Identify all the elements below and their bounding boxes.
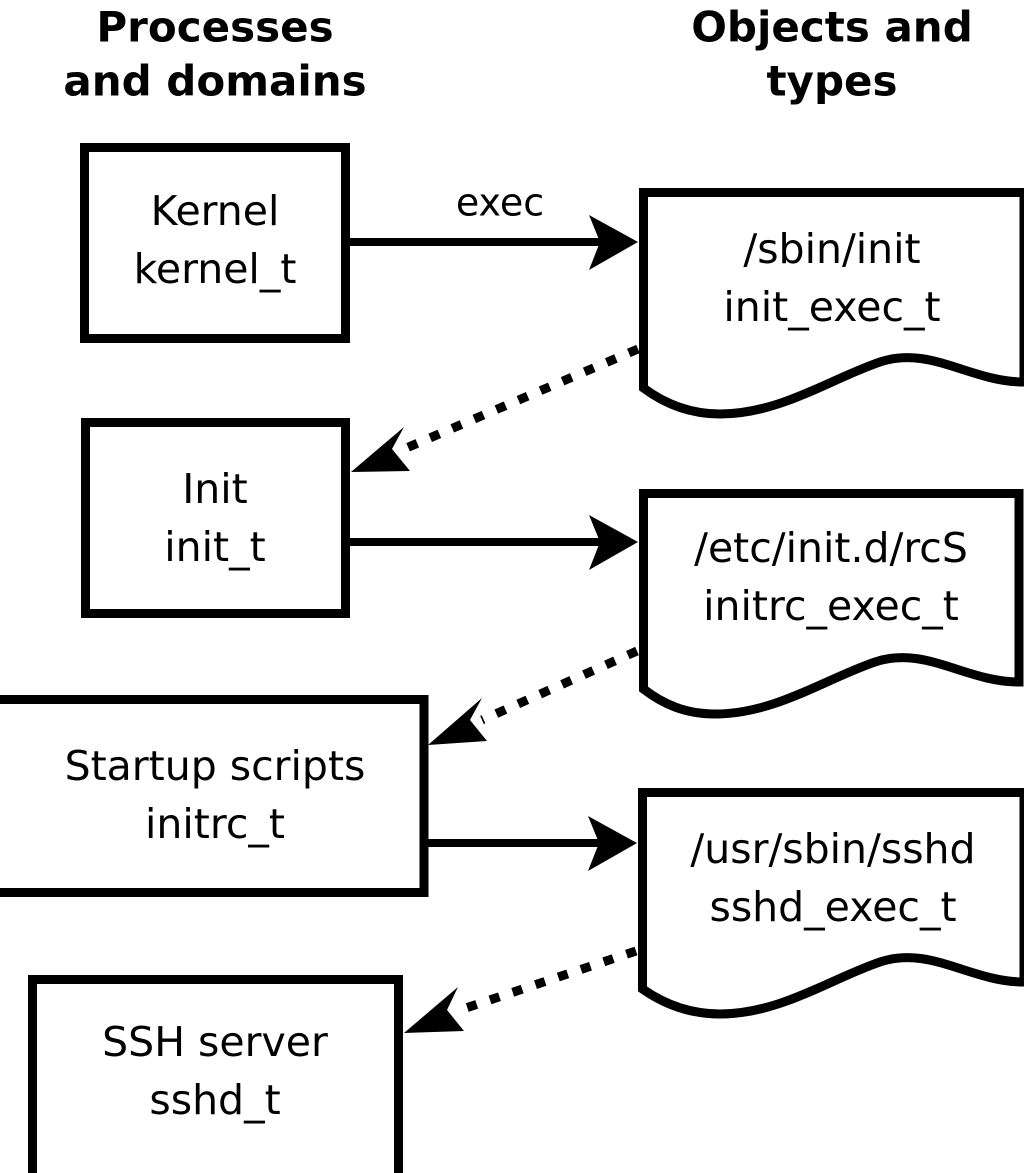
column-title-left: Processes and domains — [63, 3, 366, 106]
edge-init-to-initrc-exec — [350, 515, 638, 570]
node-initrc[interactable]: Startup scripts initrc_t — [0, 695, 429, 897]
column-title-left-line2: and domains — [63, 57, 366, 106]
node-kernel-box[interactable] — [80, 143, 350, 343]
edge-kernel-to-init-exec: exec — [350, 181, 638, 270]
node-init-line2: init_t — [164, 523, 265, 571]
edge-sshd-exec-to-sshd-line — [458, 946, 638, 1015]
edge-init-exec-to-init-line — [402, 344, 640, 454]
node-init-box[interactable] — [81, 418, 350, 618]
column-title-right-line2: types — [766, 57, 897, 106]
edge-init-to-initrc-exec-arrowhead — [589, 515, 638, 570]
column-title-right-line1: Objects and — [691, 3, 973, 52]
node-initrc-exec-line1: /etc/init.d/rcS — [694, 524, 968, 572]
node-sshd[interactable]: SSH server sshd_t — [28, 975, 403, 1173]
node-init-line1: Init — [182, 465, 248, 513]
node-initrc-line1: Startup scripts — [65, 742, 366, 790]
edge-kernel-to-init-exec-arrowhead — [589, 215, 638, 270]
edge-initrc-exec-to-initrc — [428, 646, 639, 745]
edge-initrc-exec-to-initrc-line — [480, 646, 639, 725]
node-initrc-exec-line2: initrc_exec_t — [703, 582, 959, 630]
edge-initrc-to-sshd-exec — [428, 816, 637, 871]
edge-initrc-to-sshd-exec-arrowhead — [588, 816, 637, 871]
node-init-exec[interactable]: /sbin/init init_exec_t — [639, 188, 1024, 419]
node-kernel[interactable]: Kernel kernel_t — [80, 143, 350, 343]
node-init[interactable]: Init init_t — [81, 418, 350, 618]
node-sshd-exec-line2: sshd_exec_t — [709, 883, 956, 931]
node-kernel-line1: Kernel — [151, 187, 280, 235]
node-sshd-exec-line1: /usr/sbin/sshd — [690, 825, 975, 873]
node-init-exec-line2: init_exec_t — [723, 283, 940, 331]
column-title-left-line1: Processes — [96, 3, 333, 52]
node-init-exec-document[interactable] — [639, 188, 1024, 419]
node-initrc-line2: initrc_t — [145, 800, 285, 848]
node-initrc-exec-document[interactable] — [639, 489, 1024, 719]
node-sshd-exec-document[interactable] — [638, 788, 1024, 1019]
node-initrc-box[interactable] — [0, 695, 429, 897]
edge-init-exec-to-init — [351, 344, 640, 472]
node-initrc-exec[interactable]: /etc/init.d/rcS initrc_exec_t — [639, 489, 1024, 719]
node-kernel-line2: kernel_t — [134, 245, 297, 293]
edge-label-exec: exec — [456, 181, 544, 225]
node-sshd-exec[interactable]: /usr/sbin/sshd sshd_exec_t — [638, 788, 1024, 1019]
node-init-exec-line1: /sbin/init — [743, 225, 920, 273]
edge-sshd-exec-to-sshd — [404, 946, 638, 1033]
column-title-right: Objects and types — [691, 3, 973, 106]
node-sshd-line1: SSH server — [102, 1018, 328, 1066]
edge-init-exec-to-init-arrowhead — [351, 427, 410, 472]
edge-initrc-exec-to-initrc-arrowhead — [428, 698, 487, 745]
node-sshd-line2: sshd_t — [149, 1076, 280, 1124]
edge-sshd-exec-to-sshd-arrowhead — [404, 987, 464, 1033]
node-sshd-box[interactable] — [28, 975, 403, 1173]
